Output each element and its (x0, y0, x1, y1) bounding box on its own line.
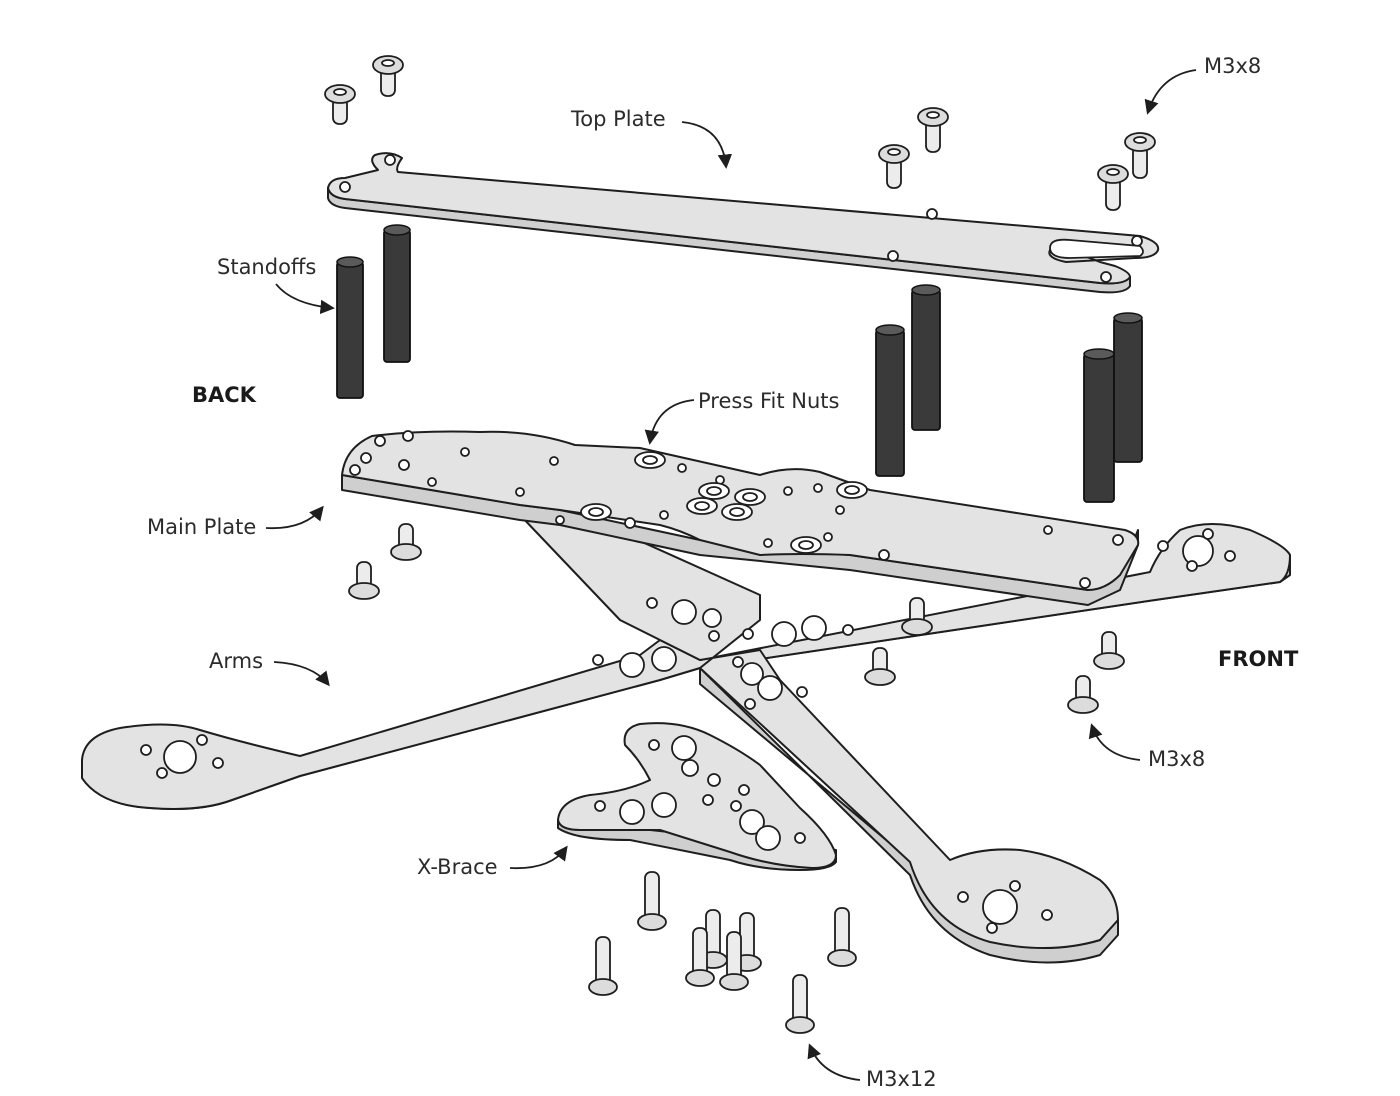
standoffs (336, 224, 1143, 503)
mid-screws (348, 523, 1125, 714)
screw (1124, 132, 1156, 179)
x-brace (557, 722, 837, 871)
screw (324, 84, 356, 125)
screw (901, 597, 933, 636)
screw (719, 931, 749, 991)
screw (785, 974, 815, 1034)
label-back: BACK (192, 383, 257, 407)
leader-arrows (265, 69, 1197, 1081)
bottom-screws (588, 871, 857, 1034)
label-m3x8-main: M3x8 (1148, 747, 1205, 771)
label-x-brace: X-Brace (417, 855, 498, 879)
label-standoffs: Standoffs (217, 255, 316, 279)
top-screws (324, 55, 1156, 211)
label-main-plate: Main Plate (147, 515, 256, 539)
label-front: FRONT (1218, 647, 1299, 671)
screw (864, 647, 896, 686)
screw (1093, 631, 1125, 670)
screw (1097, 164, 1129, 211)
screw (827, 907, 857, 967)
screw (1067, 675, 1099, 714)
screw (878, 144, 910, 189)
press-fit-nuts (580, 451, 868, 554)
label-m3x12: M3x12 (866, 1067, 937, 1091)
label-m3x8-top: M3x8 (1204, 54, 1261, 78)
label-top-plate: Top Plate (570, 107, 666, 131)
label-arms: Arms (209, 649, 263, 673)
main-plate (341, 430, 1140, 606)
screw (588, 936, 618, 996)
screw (917, 107, 949, 153)
screw (390, 523, 422, 561)
top-plate (327, 152, 1160, 294)
screw (685, 927, 715, 987)
label-press-fit-nuts: Press Fit Nuts (698, 389, 839, 413)
screw (637, 871, 667, 931)
screw (348, 561, 380, 600)
screw (372, 55, 404, 97)
arms (81, 504, 1291, 964)
